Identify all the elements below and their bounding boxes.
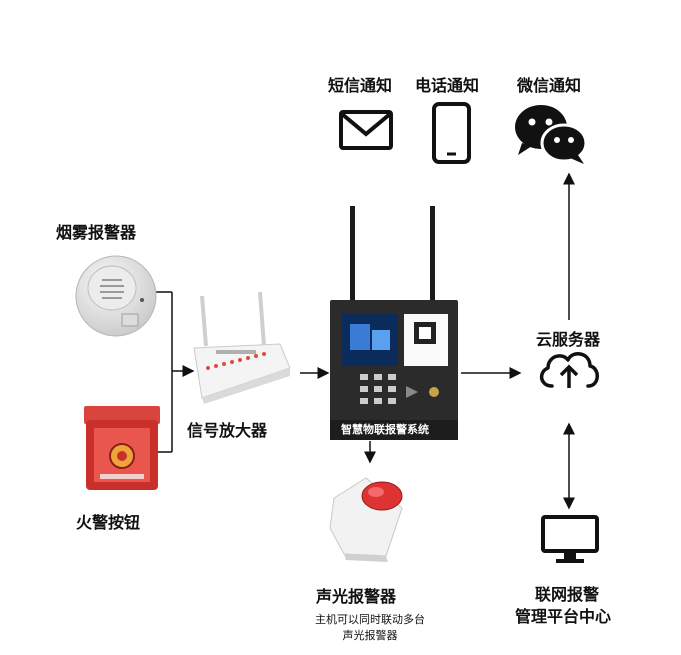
smoke-alarm-label: 烟雾报警器 [56,219,136,243]
signal-amplifier-image [186,288,298,408]
host-panel-label: 智慧物联报警系统 [341,421,429,437]
host-panel-image [326,204,462,444]
siren-note-line2: 声光报警器 [302,627,438,643]
fire-button-image [80,402,164,494]
phone-notify-label: 电话通知 [415,72,479,96]
platform-label-line2: 管理平台中心 [515,603,611,627]
wechat-icon [512,101,588,165]
siren-label: 声光报警器 [316,583,396,607]
mobile-phone-icon [430,101,474,165]
wechat-notify-label: 微信通知 [517,72,581,96]
monitor-icon [540,514,600,566]
siren-note-line1: 主机可以同时联动多台 [302,611,438,627]
envelope-icon [338,108,394,152]
amplifier-label: 信号放大器 [187,417,267,441]
cloud-upload-icon [536,346,602,392]
smoke-alarm-image [72,244,164,340]
platform-label-line1: 联网报警 [535,581,599,605]
siren-image [316,468,416,564]
sms-notify-label: 短信通知 [328,72,392,96]
fire-button-label: 火警按钮 [76,509,140,533]
